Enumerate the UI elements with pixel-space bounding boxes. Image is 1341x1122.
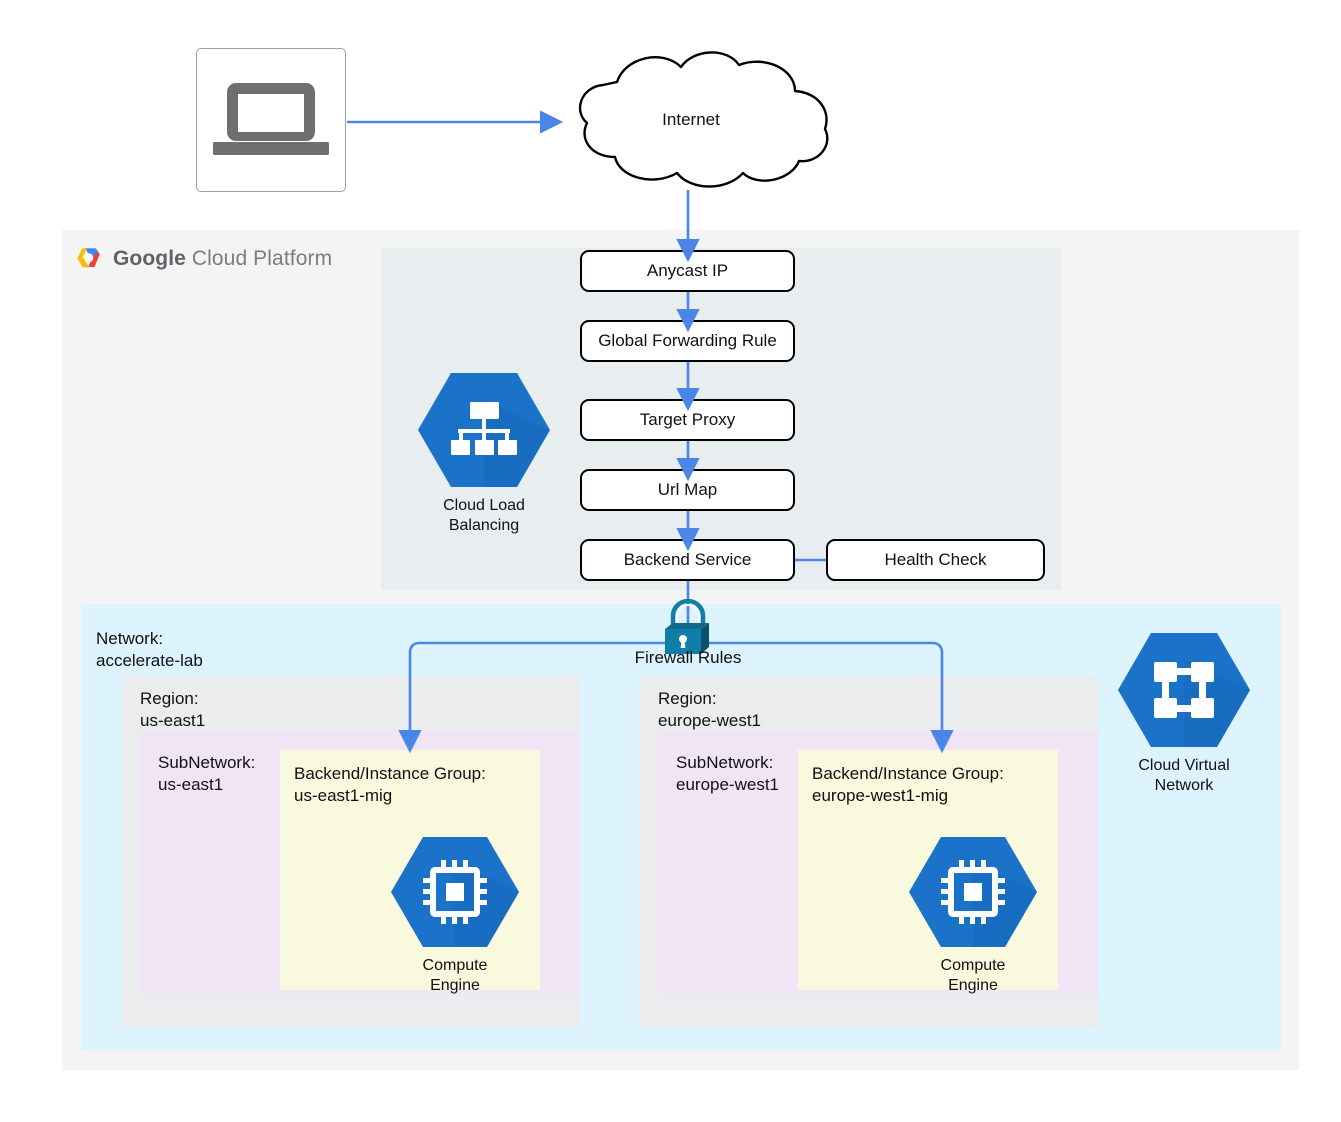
global-forwarding-rule-box[interactable]: Global Forwarding Rule	[580, 320, 795, 362]
instance-group-europe-west1-label: Backend/Instance Group: europe-west1-mig	[812, 764, 1004, 805]
compute-engine-icon-group-europe-west1: Compute Engine	[909, 833, 1037, 994]
cloud-load-balancing-label: Cloud Load Balancing	[443, 497, 525, 534]
backend-service-box[interactable]: Backend Service	[580, 539, 795, 581]
internet-cloud-shape	[578, 51, 829, 188]
compute-engine-icon-group-us-east1: Compute Engine	[391, 833, 519, 994]
compute-engine-label: Compute Engine	[940, 957, 1006, 994]
firewall-rules-label: Firewall Rules	[634, 648, 742, 667]
cloud-virtual-network-label: Cloud Virtual Network	[1138, 757, 1230, 794]
network-label: Network: accelerate-lab	[96, 629, 203, 670]
compute-engine-hexagon-icon	[391, 837, 519, 947]
gcp-logo-text: Google Cloud Platform	[113, 247, 332, 271]
compute-engine-hexagon-icon	[909, 837, 1037, 947]
instance-group-us-east1-label: Backend/Instance Group: us-east1-mig	[294, 764, 486, 805]
region-us-east1-label: Region: us-east1	[140, 689, 206, 730]
compute-engine-label: Compute Engine	[422, 957, 488, 994]
laptop-icon	[213, 83, 329, 155]
health-check-box[interactable]: Health Check	[826, 539, 1045, 581]
region-europe-west1-label: Region: europe-west1	[658, 689, 762, 730]
internet-label: Internet	[662, 110, 720, 129]
google-cloud-platform-logo: Google Cloud Platform	[74, 243, 394, 275]
subnetwork-us-east1-label: SubNetwork: us-east1	[158, 753, 256, 794]
url-map-box[interactable]: Url Map	[580, 469, 795, 511]
cloud-load-balancing-icon-group: Cloud Load Balancing	[418, 369, 550, 537]
subnetwork-europe-west1-label: SubNetwork: europe-west1	[676, 753, 780, 794]
target-proxy-box[interactable]: Target Proxy	[580, 399, 795, 441]
gcp-logo-google: Google	[113, 247, 186, 270]
padlock-icon	[665, 598, 709, 654]
load-balancer-hexagon-icon	[418, 373, 550, 487]
gcp-hexagon-logo-icon	[77, 248, 100, 268]
virtual-network-hexagon-icon	[1118, 633, 1250, 747]
gcp-logo-cloud-platform: Cloud Platform	[191, 247, 333, 270]
cloud-virtual-network-icon-group: Cloud Virtual Network	[1118, 629, 1250, 797]
anycast-ip-box[interactable]: Anycast IP	[580, 250, 795, 292]
